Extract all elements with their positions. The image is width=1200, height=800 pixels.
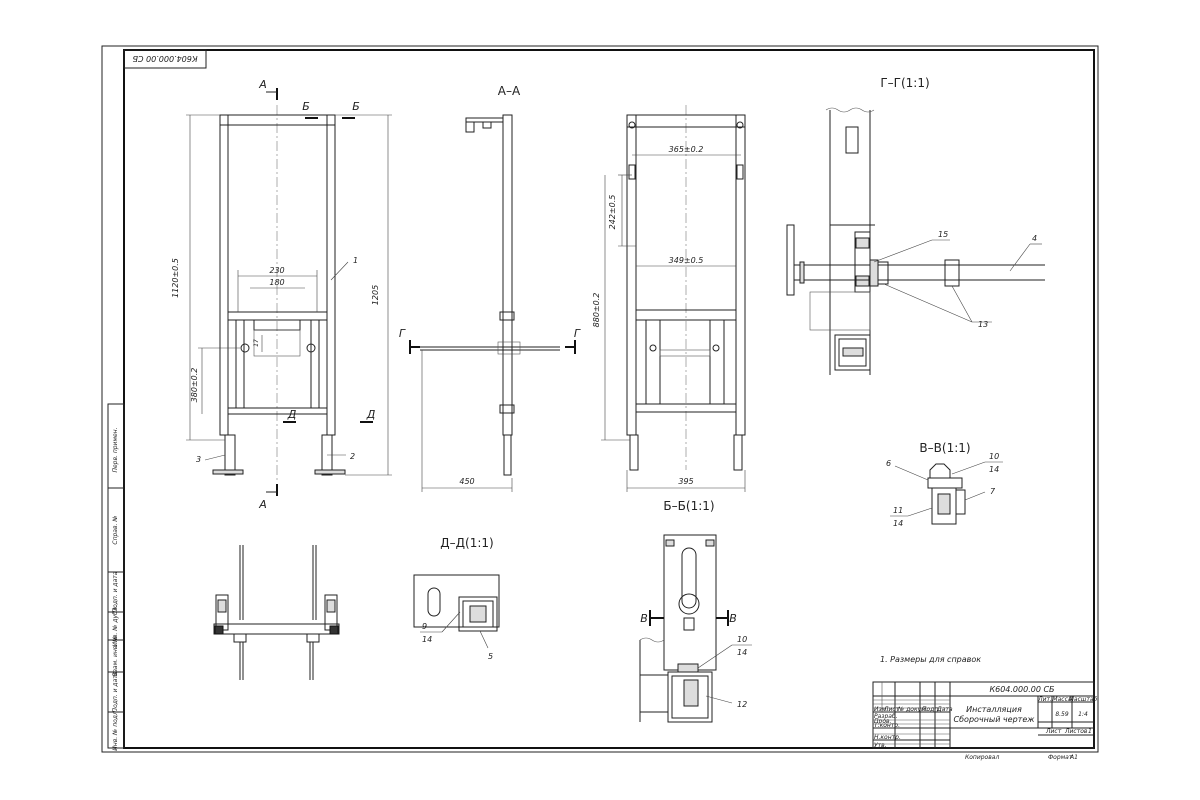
title-nkontr: Н.контр.	[874, 734, 901, 741]
dim-small-17: 17	[253, 339, 260, 347]
callout-14-vv-top: 14	[989, 465, 999, 474]
title-section-b-b: Б–Б(1:1)	[663, 499, 714, 513]
callout-14-bb: 14	[737, 648, 747, 657]
callout-3: 3	[196, 455, 201, 464]
section-v-v: В–В(1:1) 6 10 14 7 11 14	[886, 441, 1003, 528]
top-stamp: К604.000.00 СБ	[123, 49, 207, 69]
title-section-a-a: А–А	[498, 84, 521, 98]
title-block: К604.000.00 СБ Инсталляция Сборочный чер…	[872, 681, 1098, 749]
title-section-v-v: В–В(1:1)	[919, 441, 970, 455]
marker-b-right: Б	[352, 100, 360, 113]
format-label: Формат	[1048, 754, 1073, 761]
marker-a-top: А	[258, 78, 267, 91]
front-view: 1120±0.5 1205 230 180 380±0.2 17 А А Б Б…	[171, 78, 392, 511]
marker-g-left: Г	[399, 327, 406, 340]
title-utv: Утв.	[874, 742, 887, 749]
title-col-scale: Масштаб	[1069, 696, 1098, 703]
marker-g-right: Г	[574, 327, 581, 340]
marker-a-bottom: А	[258, 498, 267, 511]
marker-v-right: В	[729, 612, 737, 625]
sheet-outer-border	[101, 45, 1099, 753]
callout-14-dd: 14	[422, 635, 432, 644]
callout-2: 2	[350, 452, 355, 461]
sheet-frame	[123, 49, 1095, 749]
dim-back-365: 365±0.2	[669, 145, 704, 154]
title-name-line1: Инсталляция	[966, 705, 1022, 714]
dim-front-total: 1205	[371, 285, 380, 305]
callout-14-vv-bottom: 14	[893, 519, 903, 528]
margin-inv-podl: Инв. № подл.	[112, 709, 119, 750]
margin-podp-data-2: Подп. и дата	[112, 671, 119, 712]
callout-11: 11	[893, 506, 903, 515]
marker-v-left: В	[640, 612, 648, 625]
title-razrab: Разраб.	[874, 713, 898, 720]
callout-13: 13	[978, 320, 988, 329]
title-name-line2: Сборочный чертеж	[954, 715, 1036, 724]
callout-10-vv: 10	[989, 452, 999, 461]
back-view: 365±0.2 349±0.5 242±0.5 880±0.2 395	[592, 105, 746, 492]
dim-width-180: 180	[269, 278, 284, 287]
dim-height-380: 380±0.2	[190, 368, 199, 403]
drawing-note: 1. Размеры для справок	[880, 655, 981, 664]
section-b-b: Б–Б(1:1) В В 10 14 12	[639, 499, 752, 723]
marker-d-right: Д	[366, 408, 376, 421]
bottom-view	[213, 545, 340, 680]
margin-sprav: Справ. №	[112, 515, 119, 544]
title-sheets-label: Листов	[1064, 728, 1088, 735]
callout-10-bb: 10	[737, 635, 747, 644]
margin-perv-primen: Перв. примен.	[112, 427, 119, 472]
dim-back-880: 880±0.2	[592, 293, 601, 328]
side-view-a-a: А–А 450 Г Г	[399, 84, 581, 492]
title-row-izm: Изм.	[874, 706, 888, 713]
callout-9: 9	[422, 622, 427, 631]
copied-label: Копировал	[965, 754, 999, 761]
title-row-data: Дата	[936, 706, 953, 713]
dim-back-349: 349±0.5	[669, 256, 704, 265]
title-sheets-value: 1	[1088, 728, 1092, 735]
marker-b-left: Б	[302, 100, 310, 113]
title-sheet-label: Лист	[1045, 728, 1062, 735]
left-margin-strips: Перв. примен. Справ. № Подп. и дата Инв.…	[107, 403, 125, 751]
dim-front-height: 1120±0.5	[171, 258, 180, 298]
section-d-d: Д–Д(1:1) 9 14 5	[413, 536, 500, 661]
callout-4: 4	[1032, 234, 1037, 243]
title-tkontr: Т.контр.	[874, 722, 900, 729]
dim-side-depth: 450	[459, 477, 474, 486]
title-col-lit: Лит.	[1037, 696, 1052, 703]
format-value: A1	[1069, 754, 1078, 761]
title-prov: Пров.	[874, 718, 892, 725]
section-g-g: Г–Г(1:1) 15 4 13	[786, 76, 1045, 375]
callout-12: 12	[737, 700, 747, 709]
callout-1: 1	[353, 256, 358, 265]
title-row-list: Лист	[883, 706, 900, 713]
top-stamp-text: К604.000.00 СБ	[132, 54, 198, 63]
title-section-d-d: Д–Д(1:1)	[440, 536, 493, 550]
title-mass-value: 8.59	[1055, 711, 1069, 718]
title-row-doc: № докум.	[897, 706, 928, 713]
title-col-mass: Масса	[1052, 696, 1071, 703]
callout-5: 5	[488, 652, 493, 661]
title-designation: К604.000.00 СБ	[989, 685, 1055, 694]
title-scale-value: 1:4	[1078, 711, 1088, 718]
dim-width-230: 230	[269, 266, 284, 275]
marker-d-left: Д	[287, 408, 297, 421]
callout-6: 6	[886, 459, 891, 468]
title-row-podp: Подп.	[922, 706, 940, 713]
margin-inv-dubl: Инв. № дубл.	[112, 605, 119, 646]
dim-back-242: 242±0.5	[608, 195, 617, 230]
callout-7: 7	[990, 487, 996, 496]
margin-vzam-inv: Взам. инв. №	[112, 636, 119, 677]
margin-podp-data-1: Подп. и дата	[112, 571, 119, 612]
dim-back-width: 395	[678, 477, 693, 486]
callout-15: 15	[938, 230, 948, 239]
title-section-g-g: Г–Г(1:1)	[880, 76, 929, 90]
